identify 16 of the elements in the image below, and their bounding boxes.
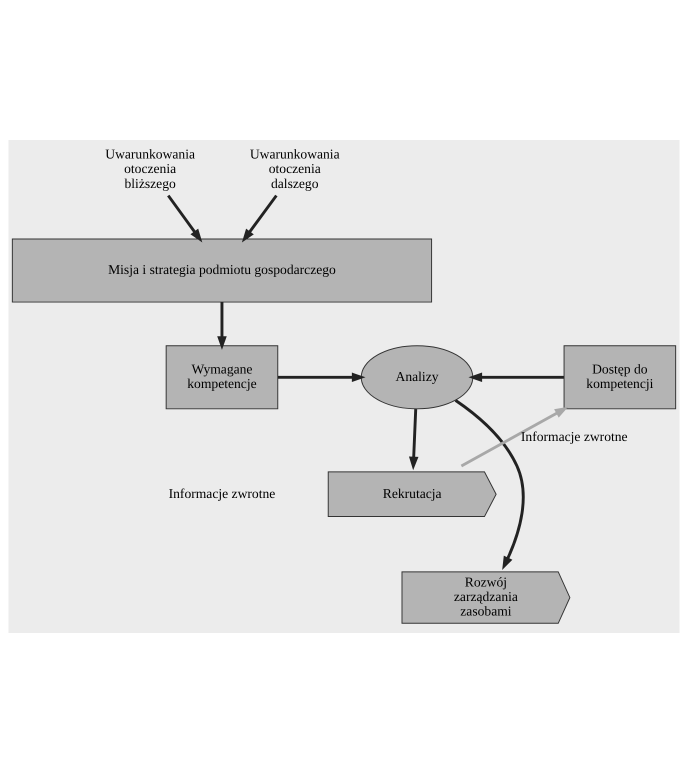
node-box: Wymagane kompetencje xyxy=(166,345,278,410)
arrow xyxy=(278,372,366,382)
arrow xyxy=(460,406,568,468)
node-box: Dostęp do kompetencji xyxy=(564,345,676,410)
arrow xyxy=(408,409,418,470)
arrow xyxy=(217,302,227,350)
arrow xyxy=(242,194,278,242)
node-text: Uwarunkowania otoczenia dalszego xyxy=(250,146,340,191)
arrow xyxy=(454,399,525,570)
edge-label: Informacje zwrotne xyxy=(520,429,628,444)
label: Informacje zwrotne xyxy=(168,486,276,501)
node-text: Uwarunkowania otoczenia bliższego xyxy=(105,146,196,191)
node-ellipse: Analizy xyxy=(360,345,474,410)
node-box: Misja i strategia podmiotu gospodarczego xyxy=(12,238,432,303)
arrow xyxy=(167,194,202,242)
arrow xyxy=(468,372,564,382)
